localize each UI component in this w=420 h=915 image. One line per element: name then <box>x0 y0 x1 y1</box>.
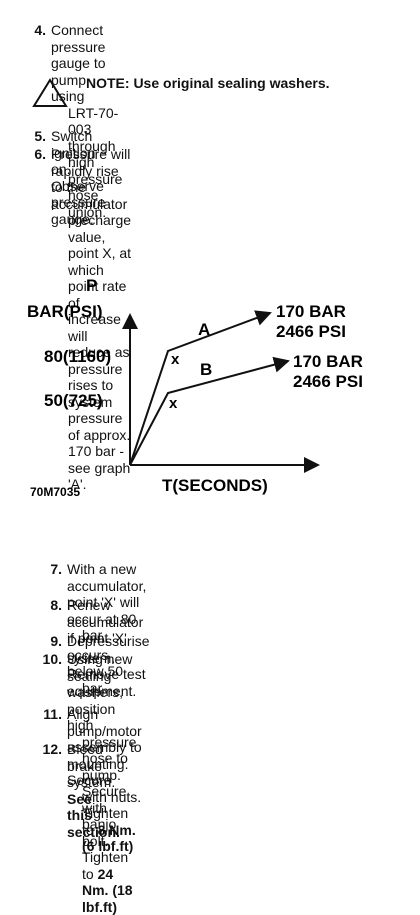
step-text-line: Using new sealing washers, position high <box>67 651 133 733</box>
step-text-line: Pressure will rapidly rise to the accumu… <box>51 146 131 212</box>
step-number: 11. <box>43 706 62 722</box>
step-text-line: Connect pressure gauge to pump using <box>51 22 106 104</box>
end-b-psi: 2466 PSI <box>293 372 363 391</box>
line-a-label: A <box>198 320 210 339</box>
p-label: P <box>86 276 97 295</box>
step-text-line: bar. <box>82 627 106 643</box>
step-number: 8. <box>50 597 62 613</box>
point-x-b: x <box>169 395 178 412</box>
step-text-line: pressure of approx. 170 bar - see graph … <box>68 410 131 492</box>
section-reference: See this section. <box>67 790 120 840</box>
end-b-bar: 170 BAR <box>293 352 363 371</box>
step-number: 12. <box>42 741 62 757</box>
x-axis-label: T(SECONDS) <box>162 476 268 495</box>
end-a-psi: 2466 PSI <box>276 322 346 341</box>
step-number: 7. <box>50 561 62 577</box>
step-text-line: LRT-70-003 through high pressure hose un… <box>68 104 123 220</box>
line-b <box>129 356 290 466</box>
step-number: 5. <box>34 128 46 144</box>
step-text-line: Depressurise system. Remove test equipme… <box>67 633 150 699</box>
note-text: NOTE: Use original sealing washers. <box>86 75 330 91</box>
step-text-line: bar. <box>82 679 106 696</box>
end-a-bar: 170 BAR <box>276 302 346 321</box>
warning-triangle-icon <box>32 78 68 107</box>
step-text-line: With a new accumulator, point 'X' will o… <box>67 561 147 627</box>
step-text-line: precharge value, point X, at which point… <box>68 212 132 311</box>
point-x-a: x <box>171 351 180 368</box>
y-axis-label: BAR(PSI) <box>27 302 103 321</box>
step-number: 9. <box>50 633 62 649</box>
step-number: 10. <box>42 651 62 667</box>
line-b-label: B <box>200 360 212 379</box>
step-number: 4. <box>34 22 46 38</box>
tick-50: 50(725) <box>44 391 103 410</box>
step-text-line: Switch ignition on. Observe pressure gau… <box>51 128 106 227</box>
step-text-line: Bleed brake system. <box>67 741 116 790</box>
step-number: 6. <box>34 146 46 162</box>
step-text-line: increase will reduce as pressure rises t… <box>68 311 130 410</box>
figure-ref: 70M7035 <box>30 485 80 499</box>
line-a <box>129 310 272 466</box>
tick-80: 80(1160) <box>44 347 111 366</box>
pressure-graph: P BAR(PSI) 80(1160) 50(725) x x A B 170 … <box>27 276 363 499</box>
step-text-line: Renew accumulator if point 'X' occurs be… <box>67 597 144 679</box>
